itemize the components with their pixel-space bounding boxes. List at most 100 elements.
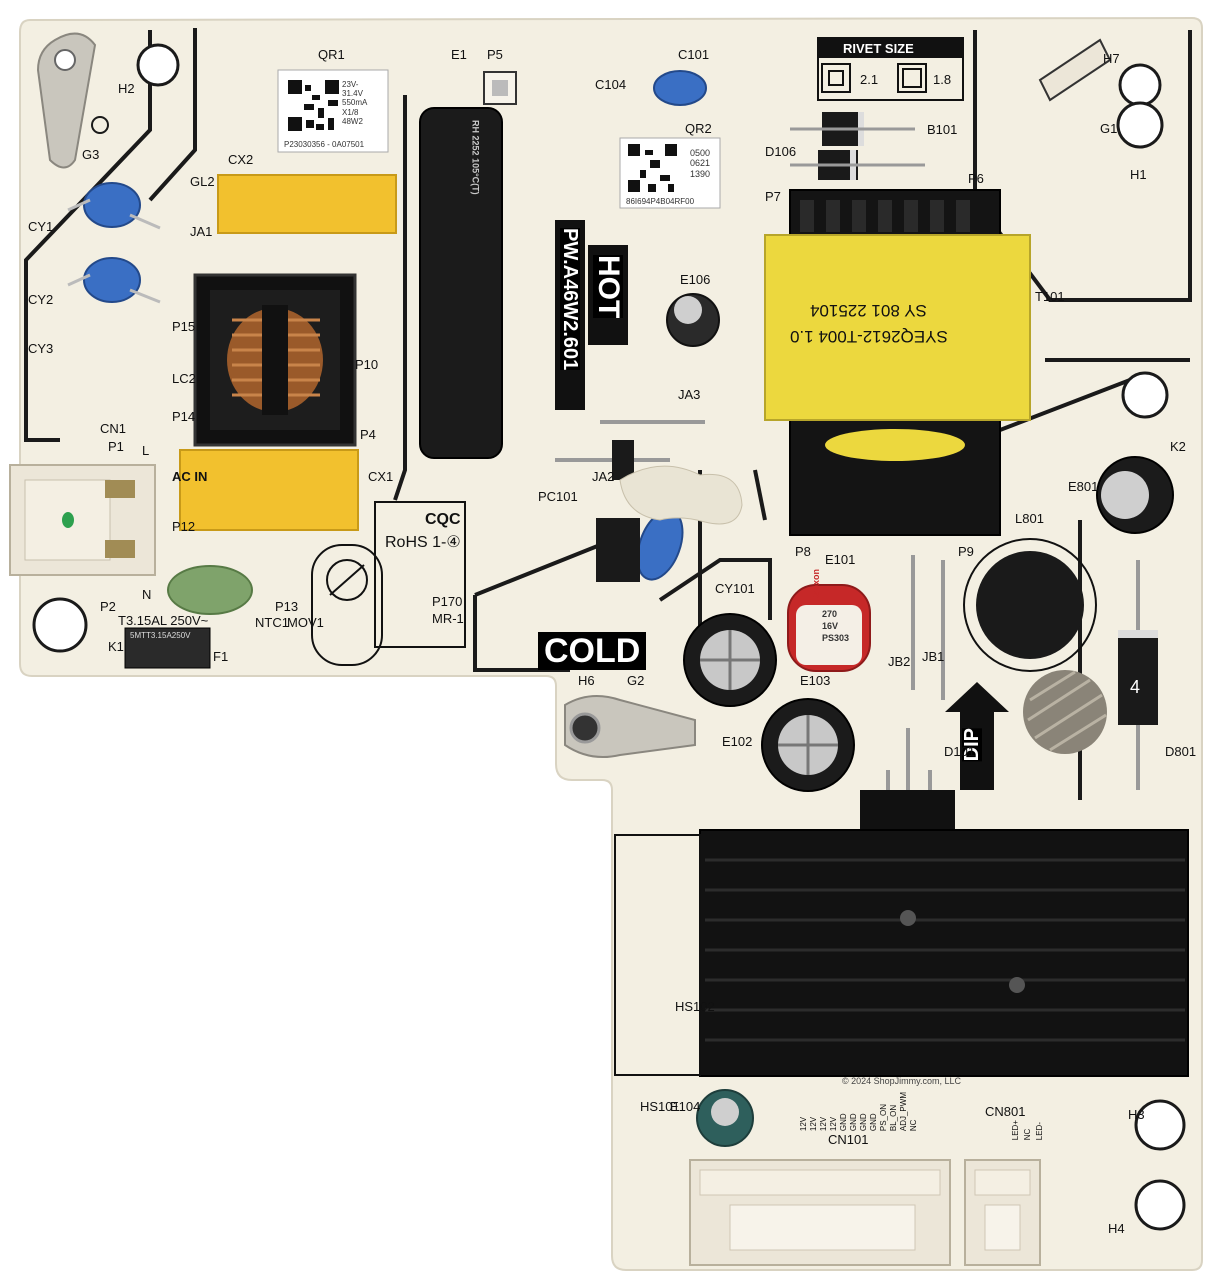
label-cold: COLD: [538, 632, 647, 670]
label-e106: E106: [680, 272, 711, 287]
mounting-holes: [32, 43, 1186, 1231]
label-k1: K1: [108, 639, 124, 654]
cn101-pin: PS_ON: [879, 1104, 888, 1132]
label-rohs: RoHS 1-④: [385, 534, 461, 551]
label-b101: B101: [927, 122, 958, 137]
label-fuse-rating: T3.15AL 250V~: [118, 613, 209, 628]
label-hs101: HS101: [640, 1099, 680, 1114]
cn101-pin: ADJ_PWM: [899, 1092, 908, 1132]
cn101-pin: GND: [849, 1113, 858, 1132]
label-qr1: QR1: [318, 47, 345, 62]
cn101-pin: GND: [839, 1113, 848, 1132]
label-h1: H1: [1130, 167, 1147, 182]
ground-tab-bottom: [564, 695, 696, 758]
cn101-pin: 12V: [819, 1116, 828, 1132]
label-rivet-b: 1.8: [933, 72, 952, 87]
label-h4: H4: [1108, 1221, 1125, 1236]
qr1-line: 31.4V: [342, 89, 363, 99]
label-p10: P10: [355, 357, 379, 372]
diode-d801: [1118, 630, 1158, 725]
label-cy3: CY3: [28, 341, 54, 356]
e1-print: RH 2252 105°C(T): [470, 120, 481, 195]
label-d801: D801: [1165, 744, 1197, 759]
cn101-pin: 12V: [809, 1116, 818, 1132]
label-ac-in: AC IN: [172, 469, 208, 484]
cn101-pin: GND: [869, 1113, 878, 1132]
label-l: L: [142, 443, 150, 458]
label-lc2: LC2: [172, 371, 196, 386]
inductor-l801: [963, 538, 1097, 672]
qr2-line: 0500: [690, 148, 711, 158]
e101-code: PS303: [822, 633, 850, 643]
qr1-line: 48W2: [342, 116, 363, 126]
qr2-line: 0621: [690, 158, 711, 169]
cn101-pin: 12V: [799, 1116, 808, 1132]
label-cy2: CY2: [28, 292, 54, 307]
copyright-watermark: © 2024 ShopJimmy.com, LLC: [842, 1076, 962, 1086]
e101-value: 270: [822, 609, 838, 619]
ground-tab-top-right: [1038, 38, 1112, 102]
label-t101: T101: [1035, 289, 1065, 304]
label-e801: E801: [1068, 479, 1099, 494]
label-h6: H6: [578, 673, 595, 688]
qr2-text: 0500 0621 1390: [690, 148, 710, 179]
label-transformer-line2: SY 801 225104: [810, 301, 927, 320]
y-capacitors: [83, 70, 707, 581]
label-k2: K2: [1170, 439, 1186, 454]
label-cqc: CQC: [425, 511, 461, 528]
cn101-pin: 12V: [829, 1116, 838, 1132]
e101-brand: Capxon: [811, 568, 821, 602]
ground-tab-left: [36, 32, 97, 169]
label-cn801: CN801: [985, 1104, 1026, 1119]
optocoupler-pc101: [596, 518, 640, 582]
qr1-line: X1/8: [342, 107, 359, 117]
cn801-pin-labels: LED+ NC LED-: [1011, 1120, 1044, 1141]
e1-print-code: 2252: [470, 135, 481, 156]
e1-print-series: RH: [470, 120, 481, 133]
label-transformer-line1: SYEQ2612-T004 1.0: [790, 327, 948, 346]
label-jb1: JB1: [922, 649, 945, 664]
label-p2: P2: [100, 599, 116, 614]
label-qr2: QR2: [685, 121, 712, 136]
label-fuse-body: 5MTT3.15A250V: [130, 631, 191, 640]
label-cy1: CY1: [28, 219, 54, 234]
label-c101: C101: [678, 47, 710, 62]
qr1-code: P23030356 - 0A07501: [284, 140, 365, 149]
label-ja1: JA1: [190, 224, 213, 239]
label-h2: H2: [118, 81, 135, 96]
label-e104: E104: [670, 1099, 701, 1114]
label-p15: P15: [172, 319, 196, 334]
label-hot: HOT: [592, 255, 625, 319]
label-p5: P5: [487, 47, 503, 62]
label-n: N: [142, 587, 152, 602]
e1-print-temp: 105°C(T): [470, 158, 481, 195]
label-cn1: CN1: [100, 421, 127, 436]
cn801-pin: LED+: [1011, 1120, 1020, 1141]
label-c104: C104: [595, 77, 627, 92]
label-p4: P4: [360, 427, 376, 442]
label-p170: P170: [432, 594, 463, 609]
label-cx2: CX2: [228, 152, 254, 167]
label-d106: D106: [765, 144, 797, 159]
cn101-pin-labels: 12V 12V 12V 12V GND GND GND GND PS_ON BL…: [799, 1092, 918, 1132]
label-ja2: JA2: [592, 469, 615, 484]
label-p9: P9: [958, 544, 974, 559]
label-hs102: HS102: [675, 999, 715, 1014]
cn801-pin: LED-: [1035, 1122, 1044, 1141]
cn101-pin: BL_ON: [889, 1104, 898, 1132]
label-p7: P7: [765, 189, 781, 204]
label-ja3: JA3: [678, 387, 701, 402]
label-e1: E1: [451, 47, 467, 62]
label-p13: P13: [275, 599, 299, 614]
label-jb2: JB2: [888, 654, 911, 669]
qr2-code: 86I694P4B04RF00: [626, 197, 695, 206]
label-l801: L801: [1015, 511, 1044, 526]
label-cn101: CN101: [828, 1132, 869, 1147]
cn101-pin: GND: [859, 1113, 868, 1132]
label-p6: P6: [968, 171, 984, 186]
qr1-text: 23V- 31.4V 550mA X1/8 48W2: [342, 80, 367, 126]
cn801-pin: NC: [1023, 1128, 1032, 1141]
label-pc101: PC101: [538, 489, 578, 504]
label-gl2: GL2: [190, 174, 215, 189]
label-mr1: MR-1: [432, 611, 464, 626]
